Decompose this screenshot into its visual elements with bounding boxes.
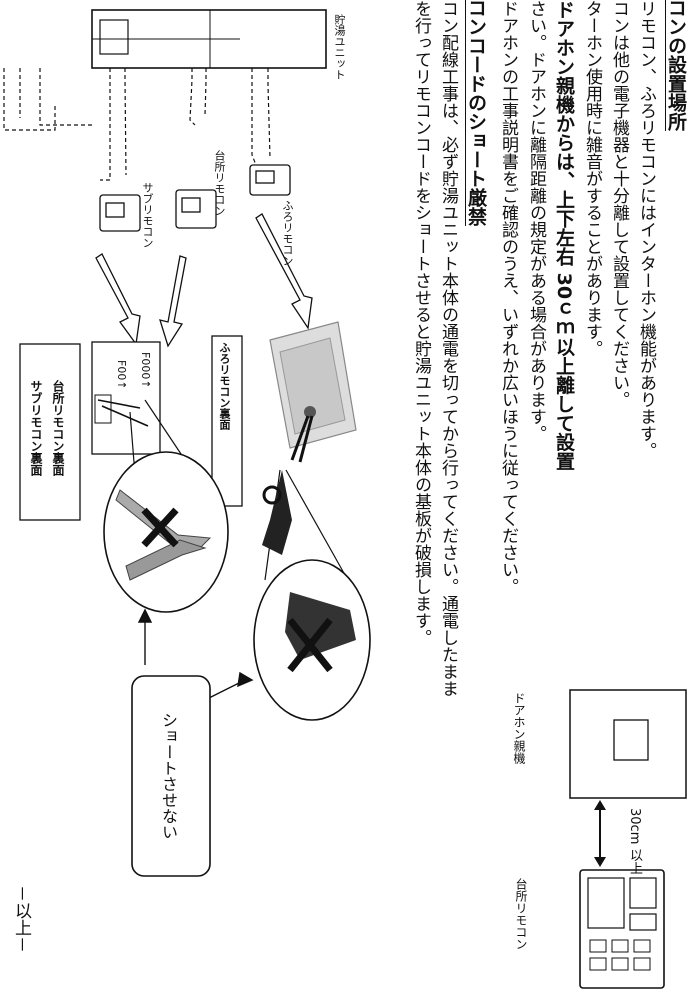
kitchen-sub-label-frame (19, 343, 81, 521)
kitchen-remote-side-label: 台所リモコン (514, 878, 528, 950)
distance-label: 30cm 以上 (627, 808, 642, 875)
kitchen-remote-back (91, 341, 161, 455)
storage-unit-drawing (91, 9, 327, 69)
bath-remote-label: ふろリモコン (281, 200, 294, 266)
section2-line-1: コン配線工事は、必ず貯湯ユニット本体の通電を切ってから行ってください。通電したま… (438, 0, 458, 697)
sub-back-label: サブリモコン裏面 (29, 380, 43, 476)
section1-line-5: さい。ドアホンに離隔距離の規定がある場合があります。 (526, 0, 546, 442)
section1-line-3: ターホン使用時に雑音がすることがあります。 (582, 0, 602, 357)
section1-heading: コンの設置場所 (665, 0, 687, 131)
terminal-text-a: F000↑ (139, 352, 152, 389)
footer-end-mark: －以上－ (11, 885, 31, 953)
section1-line-6: ドアホンの工事説明書をご確認のうえ、いずれか広いほうに従ってください。 (498, 0, 518, 595)
callout-box (131, 675, 211, 877)
short-circuit-magnifier-b (253, 469, 371, 721)
terminal-text-b: F00↑ (115, 360, 128, 390)
bath-back-label-frame (211, 335, 243, 507)
bath-back-label: ふろリモコン裏面 (218, 342, 231, 430)
callout-pointers (137, 608, 254, 701)
bath-remote-back (269, 321, 357, 463)
doorphone-label: ドアホン親機 (512, 692, 526, 764)
section1-line-1: リモコン、ふろリモコンにはインターホン機能があります。 (636, 0, 656, 459)
remote-icons (99, 164, 291, 232)
short-circuit-magnifier-a (103, 399, 229, 613)
callout-text: ショートさせない (159, 712, 178, 840)
dashed-wiring (3, 68, 271, 181)
distance-diagram (569, 689, 687, 989)
kitchen-remote-label: 台所リモコン (213, 150, 226, 216)
section2-line-2: を行ってリモコンコードをショートさせると貯湯ユニット本体の基板が破損します。 (411, 0, 431, 646)
storage-unit-label: 貯湯ユニット (333, 14, 346, 80)
section2-heading: コンコードのショート厳禁 (465, 0, 487, 226)
section1-line-2: コンは他の電子機器と十分離して設置してください。 (609, 0, 629, 408)
section1-line-4: ドアホン親機からは、上下左右 30ｃｍ以上離して設置 (553, 0, 575, 471)
sub-remote-label: サブリモコン (141, 182, 154, 248)
kitchen-back-label: 台所リモコン裏面 (51, 380, 65, 476)
hollow-arrows (95, 213, 313, 348)
